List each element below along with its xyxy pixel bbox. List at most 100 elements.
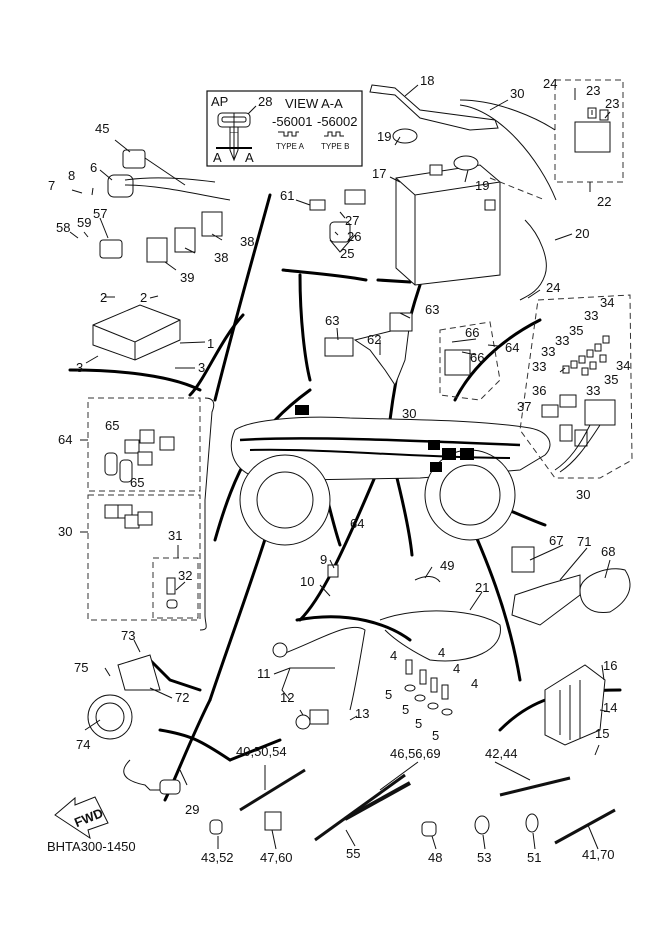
horn	[87, 654, 161, 740]
key-view-box: AP 28 A A VIEW A-A -56001 -56002 TYPE A …	[206, 90, 363, 167]
cable-tie	[499, 776, 571, 797]
callout-32: 32	[178, 568, 192, 583]
callout-3: 3	[198, 360, 205, 375]
callout-57: 57	[93, 206, 107, 221]
relay-assembly	[444, 349, 471, 376]
type-a-profile-icon	[278, 131, 299, 137]
callout-13: 13	[355, 706, 369, 721]
sub-harness-group-box	[87, 397, 201, 492]
bracket	[511, 574, 581, 626]
battery-band	[369, 84, 499, 131]
callout-4: 4	[453, 661, 460, 676]
callout-12: 12	[280, 690, 294, 705]
callout-22: 22	[597, 194, 611, 209]
callout-18: 18	[420, 73, 434, 88]
relay	[174, 227, 196, 253]
clip	[525, 813, 539, 833]
callout-30: 30	[402, 406, 416, 421]
callout-24: 24	[543, 76, 557, 91]
type-a-label: TYPE A	[276, 142, 305, 151]
callout-65: 65	[130, 475, 144, 490]
leader-lines	[69, 84, 611, 850]
callout-6: 6	[90, 160, 97, 175]
atv-vehicle-outline	[230, 405, 551, 546]
callout-36: 36	[532, 383, 546, 398]
callout-64: 64	[350, 516, 364, 531]
callout-53: 53	[477, 850, 491, 865]
callout-59: 59	[77, 215, 91, 230]
diagram-code: BHTA300-1450	[47, 839, 136, 854]
callout-43-52: 43,52	[201, 850, 234, 865]
callout-63: 63	[425, 302, 439, 317]
sub-lead-group-box	[152, 557, 199, 619]
callout-23: 23	[605, 96, 619, 111]
callout-58: 58	[56, 220, 70, 235]
callout-14: 14	[603, 700, 617, 715]
battery	[395, 164, 501, 286]
section-a-right: A	[245, 150, 254, 165]
callout-33: 33	[541, 344, 555, 359]
callout-30: 30	[576, 487, 590, 502]
callout-23: 23	[586, 83, 600, 98]
callout-48: 48	[428, 850, 442, 865]
cable-tie	[554, 808, 616, 845]
callout-21: 21	[475, 580, 489, 595]
callout-19: 19	[377, 129, 391, 144]
relay-group-box	[554, 79, 624, 183]
clip	[209, 819, 223, 835]
callout-64: 64	[58, 432, 72, 447]
type-a-code: -56001	[272, 114, 312, 129]
callout-3: 3	[76, 360, 83, 375]
horn-unit	[579, 568, 631, 614]
callout-20: 20	[575, 226, 589, 241]
callout-33: 33	[584, 308, 598, 323]
callout-66: 66	[470, 350, 484, 365]
minus-lead	[519, 219, 547, 301]
callout-66: 66	[465, 325, 479, 340]
main-switch	[329, 221, 351, 243]
callout-28: 28	[258, 94, 272, 109]
callout-64: 64	[505, 340, 519, 355]
callout-47-60: 47,60	[260, 850, 293, 865]
callout-62: 62	[367, 332, 381, 347]
callout-5: 5	[432, 728, 439, 743]
callout-51: 51	[527, 850, 541, 865]
relay	[201, 211, 223, 237]
callout-8: 8	[68, 168, 75, 183]
type-b-label: TYPE B	[321, 142, 349, 151]
callout-9: 9	[320, 552, 327, 567]
section-a-left: A	[213, 150, 222, 165]
speed-sensor-lead	[279, 626, 366, 711]
relay	[511, 546, 535, 573]
key-icon-part	[344, 189, 366, 205]
callout-61: 61	[280, 188, 294, 203]
sensor-lead	[123, 759, 165, 791]
callout-26: 26	[347, 229, 361, 244]
callout-39: 39	[180, 270, 194, 285]
callout-30: 30	[58, 524, 72, 539]
callout-30: 30	[510, 86, 524, 101]
callout-11: 11	[257, 666, 271, 681]
callout-labels: 18 19 19 17 30 24 23 23 22 20 24 45 6 7 …	[47, 73, 630, 865]
callout-45: 45	[95, 121, 109, 136]
callout-37: 37	[517, 399, 531, 414]
relay	[146, 237, 168, 263]
callout-19: 19	[475, 178, 489, 193]
callout-68: 68	[601, 544, 615, 559]
callout-5: 5	[402, 702, 409, 717]
callout-7: 7	[48, 178, 55, 193]
clamp	[264, 811, 282, 831]
callout-24: 24	[546, 280, 560, 295]
callout-75: 75	[74, 660, 88, 675]
grommet	[453, 155, 479, 171]
type-b-profile-icon	[324, 131, 344, 137]
callout-5: 5	[415, 716, 422, 731]
sub-wire-harness	[379, 610, 501, 662]
callout-5: 5	[385, 687, 392, 702]
ecu-unit	[92, 304, 181, 361]
callout-17: 17	[372, 166, 386, 181]
switch	[309, 199, 326, 211]
fwd-arrow-icon: FWD	[54, 796, 109, 840]
callout-65: 65	[105, 418, 119, 433]
